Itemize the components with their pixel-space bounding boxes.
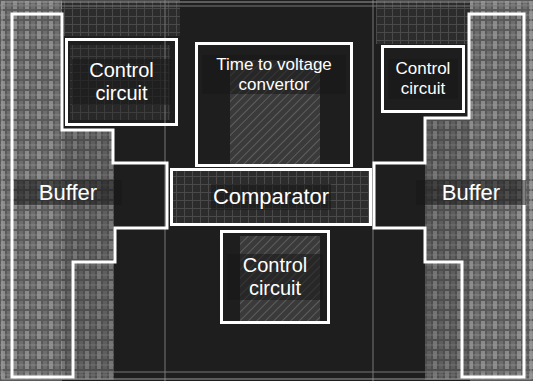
comparator-box: Comparator [170, 168, 372, 226]
block-label: Control circuit [388, 59, 458, 98]
control-circuit-box: Control circuit [65, 38, 178, 126]
block-label: Control circuit [227, 254, 323, 300]
block-label: Comparator [211, 184, 331, 209]
block-label: Control circuit [72, 59, 171, 105]
region-label: Buffer [14, 180, 122, 205]
buffer-outline-path [12, 14, 167, 377]
region-label: Buffer [416, 180, 526, 205]
buffer-region: Buffer [10, 12, 168, 378]
block-label: Time to voltage convertor [202, 55, 346, 94]
control-circuit-box: Control circuit [381, 45, 465, 113]
buffer-region: Buffer [372, 12, 528, 378]
control-circuit-box: Control circuit [220, 230, 330, 324]
converter-box: Time to voltage convertor [195, 42, 353, 167]
